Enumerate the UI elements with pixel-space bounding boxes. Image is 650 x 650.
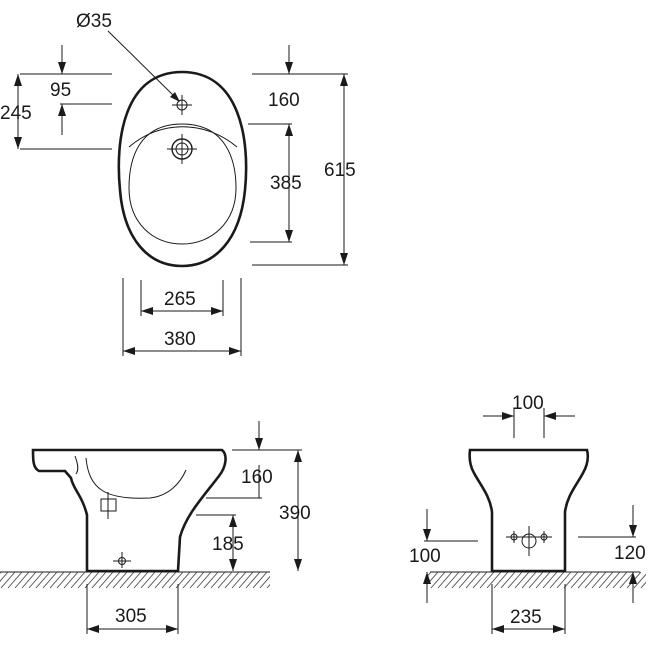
floor-hatch-right: [428, 571, 646, 589]
side-dim-185-label: 185: [212, 534, 244, 555]
dim-385-label: 385: [270, 173, 302, 194]
side-dim-390-label: 390: [279, 503, 311, 524]
side-view: 160 390 185 305: [0, 421, 311, 634]
rear-view: 100 100 120 235: [409, 393, 646, 634]
rear-connections: [506, 526, 552, 556]
top-view: Ø35 95 245 160 385 615: [0, 11, 356, 356]
side-dim-305-label: 305: [115, 606, 147, 627]
side-drain: [100, 492, 117, 519]
side-body-outline: [31, 448, 227, 573]
tap-hole: [172, 95, 192, 115]
rear-dim-235-label: 235: [510, 607, 542, 628]
diameter-label: Ø35: [76, 11, 112, 32]
side-dim-160-label: 160: [241, 467, 273, 488]
bidet-rim-outline: [117, 70, 248, 268]
dim-95-label: 95: [50, 80, 71, 101]
bidet-basin: [128, 123, 237, 245]
drain-hole: [167, 134, 197, 164]
rear-body-outline: [468, 448, 590, 573]
bidet-rim-inner: [128, 126, 238, 148]
dim-245-label: 245: [0, 103, 32, 124]
dim-265-label: 265: [164, 289, 196, 310]
dim-380-label: 380: [164, 329, 196, 350]
dim-160-top-label: 160: [268, 90, 300, 111]
side-floor-fixing: [113, 552, 131, 568]
rear-dim-100-top-label: 100: [512, 393, 544, 414]
rear-dim-100-left-label: 100: [409, 546, 441, 567]
rear-dim-120-label: 120: [614, 543, 646, 564]
floor-hatch-left: [0, 571, 270, 589]
dim-615-label: 615: [324, 160, 356, 181]
